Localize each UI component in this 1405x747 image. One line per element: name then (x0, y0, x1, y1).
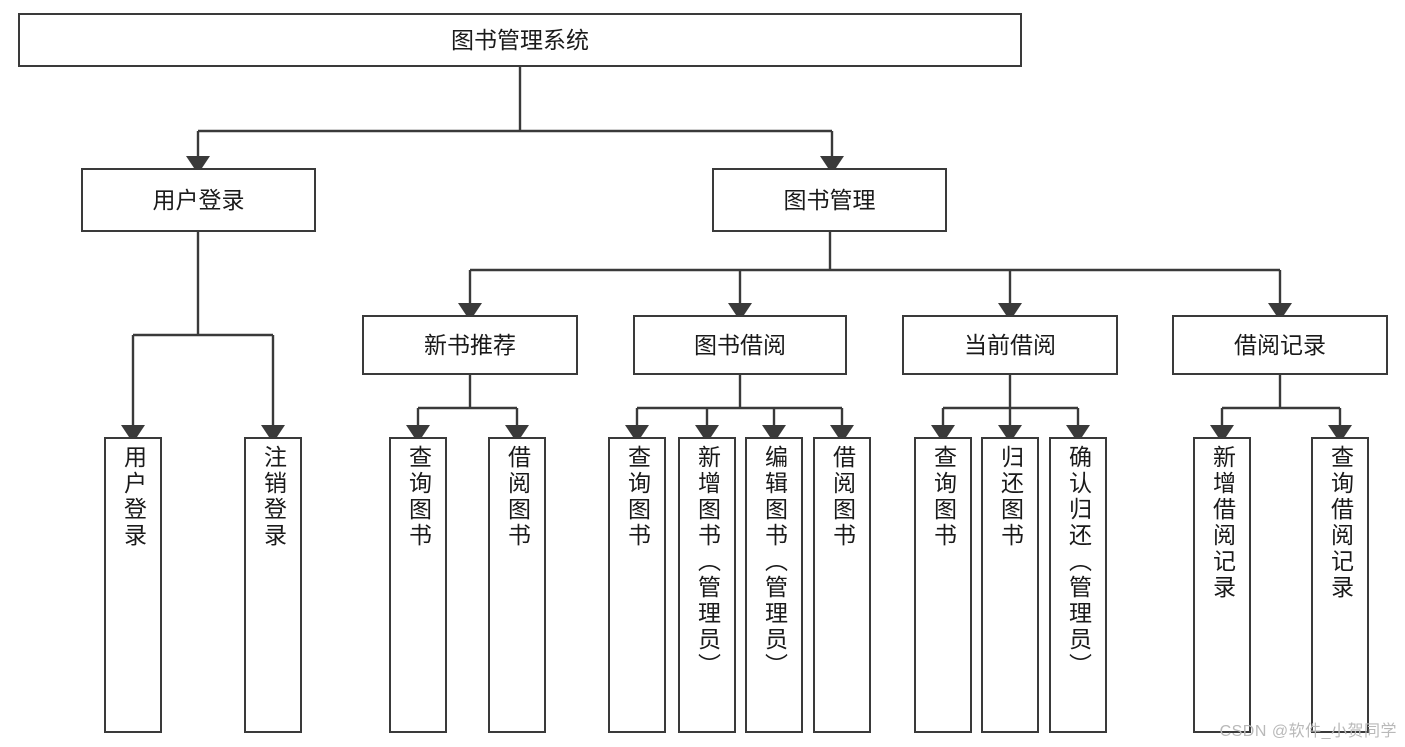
leaf-label: 确认归还（管理员） (1065, 445, 1092, 679)
leaf-current-borrow-query[interactable]: 查询图书 (914, 437, 972, 733)
node-new-book-recommend[interactable]: 新书推荐 (362, 315, 578, 375)
leaf-label: 查询图书 (624, 445, 651, 549)
leaf-label: 借阅图书 (829, 445, 856, 549)
leaf-book-borrow-query[interactable]: 查询图书 (608, 437, 666, 733)
leaf-label: 注销登录 (260, 445, 287, 549)
leaf-label: 用户登录 (120, 445, 147, 549)
node-borrow-record-label: 借阅记录 (1234, 331, 1326, 358)
node-user-login[interactable]: 用户登录 (81, 168, 316, 232)
node-current-borrow-label: 当前借阅 (964, 331, 1056, 358)
leaf-user-login-logout[interactable]: 注销登录 (244, 437, 302, 733)
leaf-borrow-record-query[interactable]: 查询借阅记录 (1311, 437, 1369, 733)
leaf-new-book-query[interactable]: 查询图书 (389, 437, 447, 733)
node-book-manage-label: 图书管理 (783, 186, 876, 213)
leaf-label: 查询图书 (405, 445, 432, 549)
leaf-borrow-record-add[interactable]: 新增借阅记录 (1193, 437, 1251, 733)
leaf-book-borrow-edit[interactable]: 编辑图书（管理员） (745, 437, 803, 733)
leaf-label: 新增图书（管理员） (694, 445, 721, 679)
leaf-book-borrow-borrow[interactable]: 借阅图书 (813, 437, 871, 733)
node-root-label: 图书管理系统 (451, 26, 589, 53)
leaf-label: 归还图书 (997, 445, 1024, 549)
node-book-borrow[interactable]: 图书借阅 (633, 315, 847, 375)
leaf-user-login-login[interactable]: 用户登录 (104, 437, 162, 733)
leaf-label: 查询借阅记录 (1327, 445, 1354, 601)
node-user-login-label: 用户登录 (152, 186, 245, 213)
leaf-new-book-borrow[interactable]: 借阅图书 (488, 437, 546, 733)
leaf-current-borrow-return[interactable]: 归还图书 (981, 437, 1039, 733)
node-root[interactable]: 图书管理系统 (18, 13, 1022, 67)
node-current-borrow[interactable]: 当前借阅 (902, 315, 1118, 375)
leaf-current-borrow-confirm[interactable]: 确认归还（管理员） (1049, 437, 1107, 733)
node-book-borrow-label: 图书借阅 (694, 331, 786, 358)
node-new-book-recommend-label: 新书推荐 (424, 331, 516, 358)
node-borrow-record[interactable]: 借阅记录 (1172, 315, 1388, 375)
leaf-label: 编辑图书（管理员） (761, 445, 788, 679)
node-book-manage[interactable]: 图书管理 (712, 168, 947, 232)
leaf-label: 借阅图书 (504, 445, 531, 549)
leaf-label: 查询图书 (930, 445, 957, 549)
leaf-book-borrow-add[interactable]: 新增图书（管理员） (678, 437, 736, 733)
leaf-label: 新增借阅记录 (1209, 445, 1236, 601)
